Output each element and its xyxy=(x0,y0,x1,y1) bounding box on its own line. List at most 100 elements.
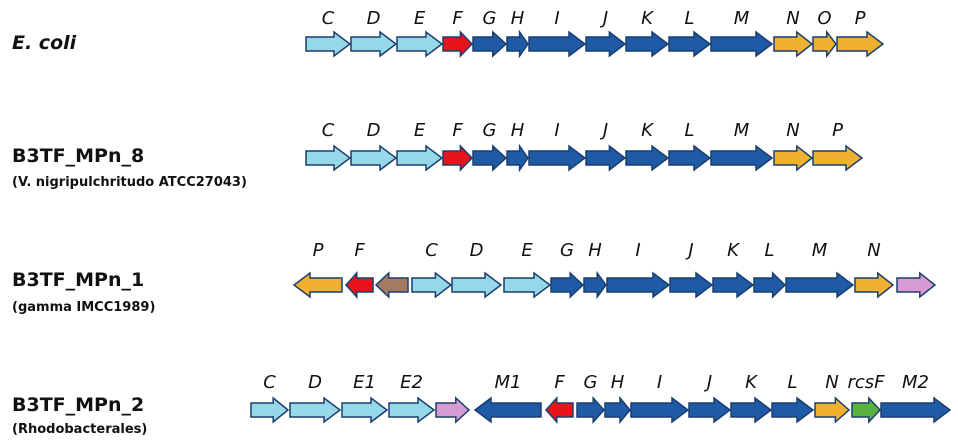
gene-label: G xyxy=(483,120,497,141)
gene-label: P xyxy=(832,120,843,141)
gene-arrow-h xyxy=(604,395,631,425)
gene-label: O xyxy=(817,8,831,29)
gene-arrow-i xyxy=(606,271,671,299)
gene-label: D xyxy=(367,8,381,29)
gene-label: N xyxy=(867,240,880,261)
gene-label: G xyxy=(584,372,598,393)
gene-label: G xyxy=(483,8,497,29)
gene-label: J xyxy=(600,120,608,141)
gene-arrow-i xyxy=(630,396,690,424)
gene-label: F xyxy=(452,120,463,141)
gene-label: C xyxy=(263,372,276,393)
gene-arrow-m xyxy=(710,30,774,58)
gene-label: E xyxy=(414,120,426,141)
gene-arrow-g xyxy=(472,30,508,58)
gene-arrow-j xyxy=(669,271,714,299)
gene-arrow-e xyxy=(503,271,552,299)
gene-label: L xyxy=(764,240,774,261)
gene-label: H xyxy=(511,120,525,141)
gene-label: F xyxy=(354,240,365,261)
gene-label: H xyxy=(511,8,525,29)
gene-label: H xyxy=(611,372,625,393)
gene-label: M2 xyxy=(902,372,929,393)
gene-arrow-d xyxy=(350,30,398,58)
gene-label: I xyxy=(635,240,640,261)
gene-label: H xyxy=(588,240,602,261)
gene-label: P xyxy=(855,8,866,29)
gene-arrow-m2 xyxy=(880,396,952,424)
gene-label: F xyxy=(554,372,565,393)
gene-arrow-n xyxy=(854,271,895,299)
gene-label: J xyxy=(704,372,712,393)
organism-name-ecoli: E. coli xyxy=(12,32,77,54)
gene-arrow-g xyxy=(550,271,585,299)
gene-arrow-o xyxy=(812,29,837,59)
gene-label: E1 xyxy=(353,372,376,393)
gene-label: K xyxy=(641,8,654,29)
gene-arrow-c xyxy=(411,271,453,299)
gene-label: I xyxy=(554,8,559,29)
gene-label: C xyxy=(322,120,335,141)
gene-label: N xyxy=(786,120,799,141)
gene-arrow-k xyxy=(712,271,755,299)
gene-label: E xyxy=(521,240,533,261)
gene-arrow-c xyxy=(305,144,352,172)
gene-label: M xyxy=(734,120,750,141)
gene-arrow-j xyxy=(688,396,732,424)
gene-arrow-g xyxy=(472,144,508,172)
gene-label: K xyxy=(727,240,740,261)
gene-arrow-m xyxy=(710,144,774,172)
gene-arrow-l xyxy=(668,30,712,58)
gene-label: M1 xyxy=(495,372,522,393)
gene-arrow-j xyxy=(585,30,627,58)
gene-label: P xyxy=(313,240,324,261)
organism-subtitle-b3tf-mpn-2: (Rhodobacterales) xyxy=(12,422,148,437)
gene-arrow-d xyxy=(350,144,398,172)
gene-label: D xyxy=(470,240,484,261)
gene-arrow-n xyxy=(814,396,851,424)
gene-arrow-j xyxy=(585,144,627,172)
gene-arrow-k xyxy=(625,144,670,172)
gene-label: M xyxy=(812,240,828,261)
gene-arrow-f xyxy=(344,271,374,299)
gene-label: E2 xyxy=(400,372,423,393)
gene-label: N xyxy=(786,8,799,29)
gene-label: L xyxy=(787,372,797,393)
organism-name-b3tf-mpn-2: B3TF_MPn_2 xyxy=(12,394,145,416)
gene-label: I xyxy=(554,120,559,141)
gene-arrow-p xyxy=(836,30,885,58)
gene-label: D xyxy=(367,120,381,141)
gene-label: G xyxy=(560,240,574,261)
gene-label: I xyxy=(657,372,662,393)
gene-arrow-c xyxy=(305,30,352,58)
gene-label: E xyxy=(414,8,426,29)
gene-label: rcsF xyxy=(847,372,885,393)
gene-label: L xyxy=(684,120,694,141)
gene-arrow-n xyxy=(773,30,814,58)
gene-arrow-f xyxy=(442,30,474,58)
gene-arrow-i xyxy=(528,144,587,172)
gene-arrow-e xyxy=(396,144,444,172)
organism-name-b3tf-mpn-1: B3TF_MPn_1 xyxy=(12,269,145,291)
organism-subtitle-b3tf-mpn-8: (V. nigripulchritudo ATCC27043) xyxy=(12,175,247,190)
gene-arrow-f xyxy=(442,144,474,172)
gene-arrow-d xyxy=(289,396,342,424)
gene-arrow-k xyxy=(730,396,773,424)
gene-arrow-p xyxy=(292,271,343,299)
gene-arrow-rcsf xyxy=(851,396,882,424)
gene-label: J xyxy=(600,8,608,29)
gene-arrow-l xyxy=(771,396,815,424)
gene-label: K xyxy=(641,120,654,141)
gene-arrow-d xyxy=(451,271,503,299)
gene-arrow-h xyxy=(583,270,607,300)
gene-label: C xyxy=(322,8,335,29)
gene-arrow-m xyxy=(785,271,855,299)
gene-arrow-h xyxy=(506,29,529,59)
gene-arrow-i xyxy=(528,30,587,58)
gene-label: L xyxy=(684,8,694,29)
